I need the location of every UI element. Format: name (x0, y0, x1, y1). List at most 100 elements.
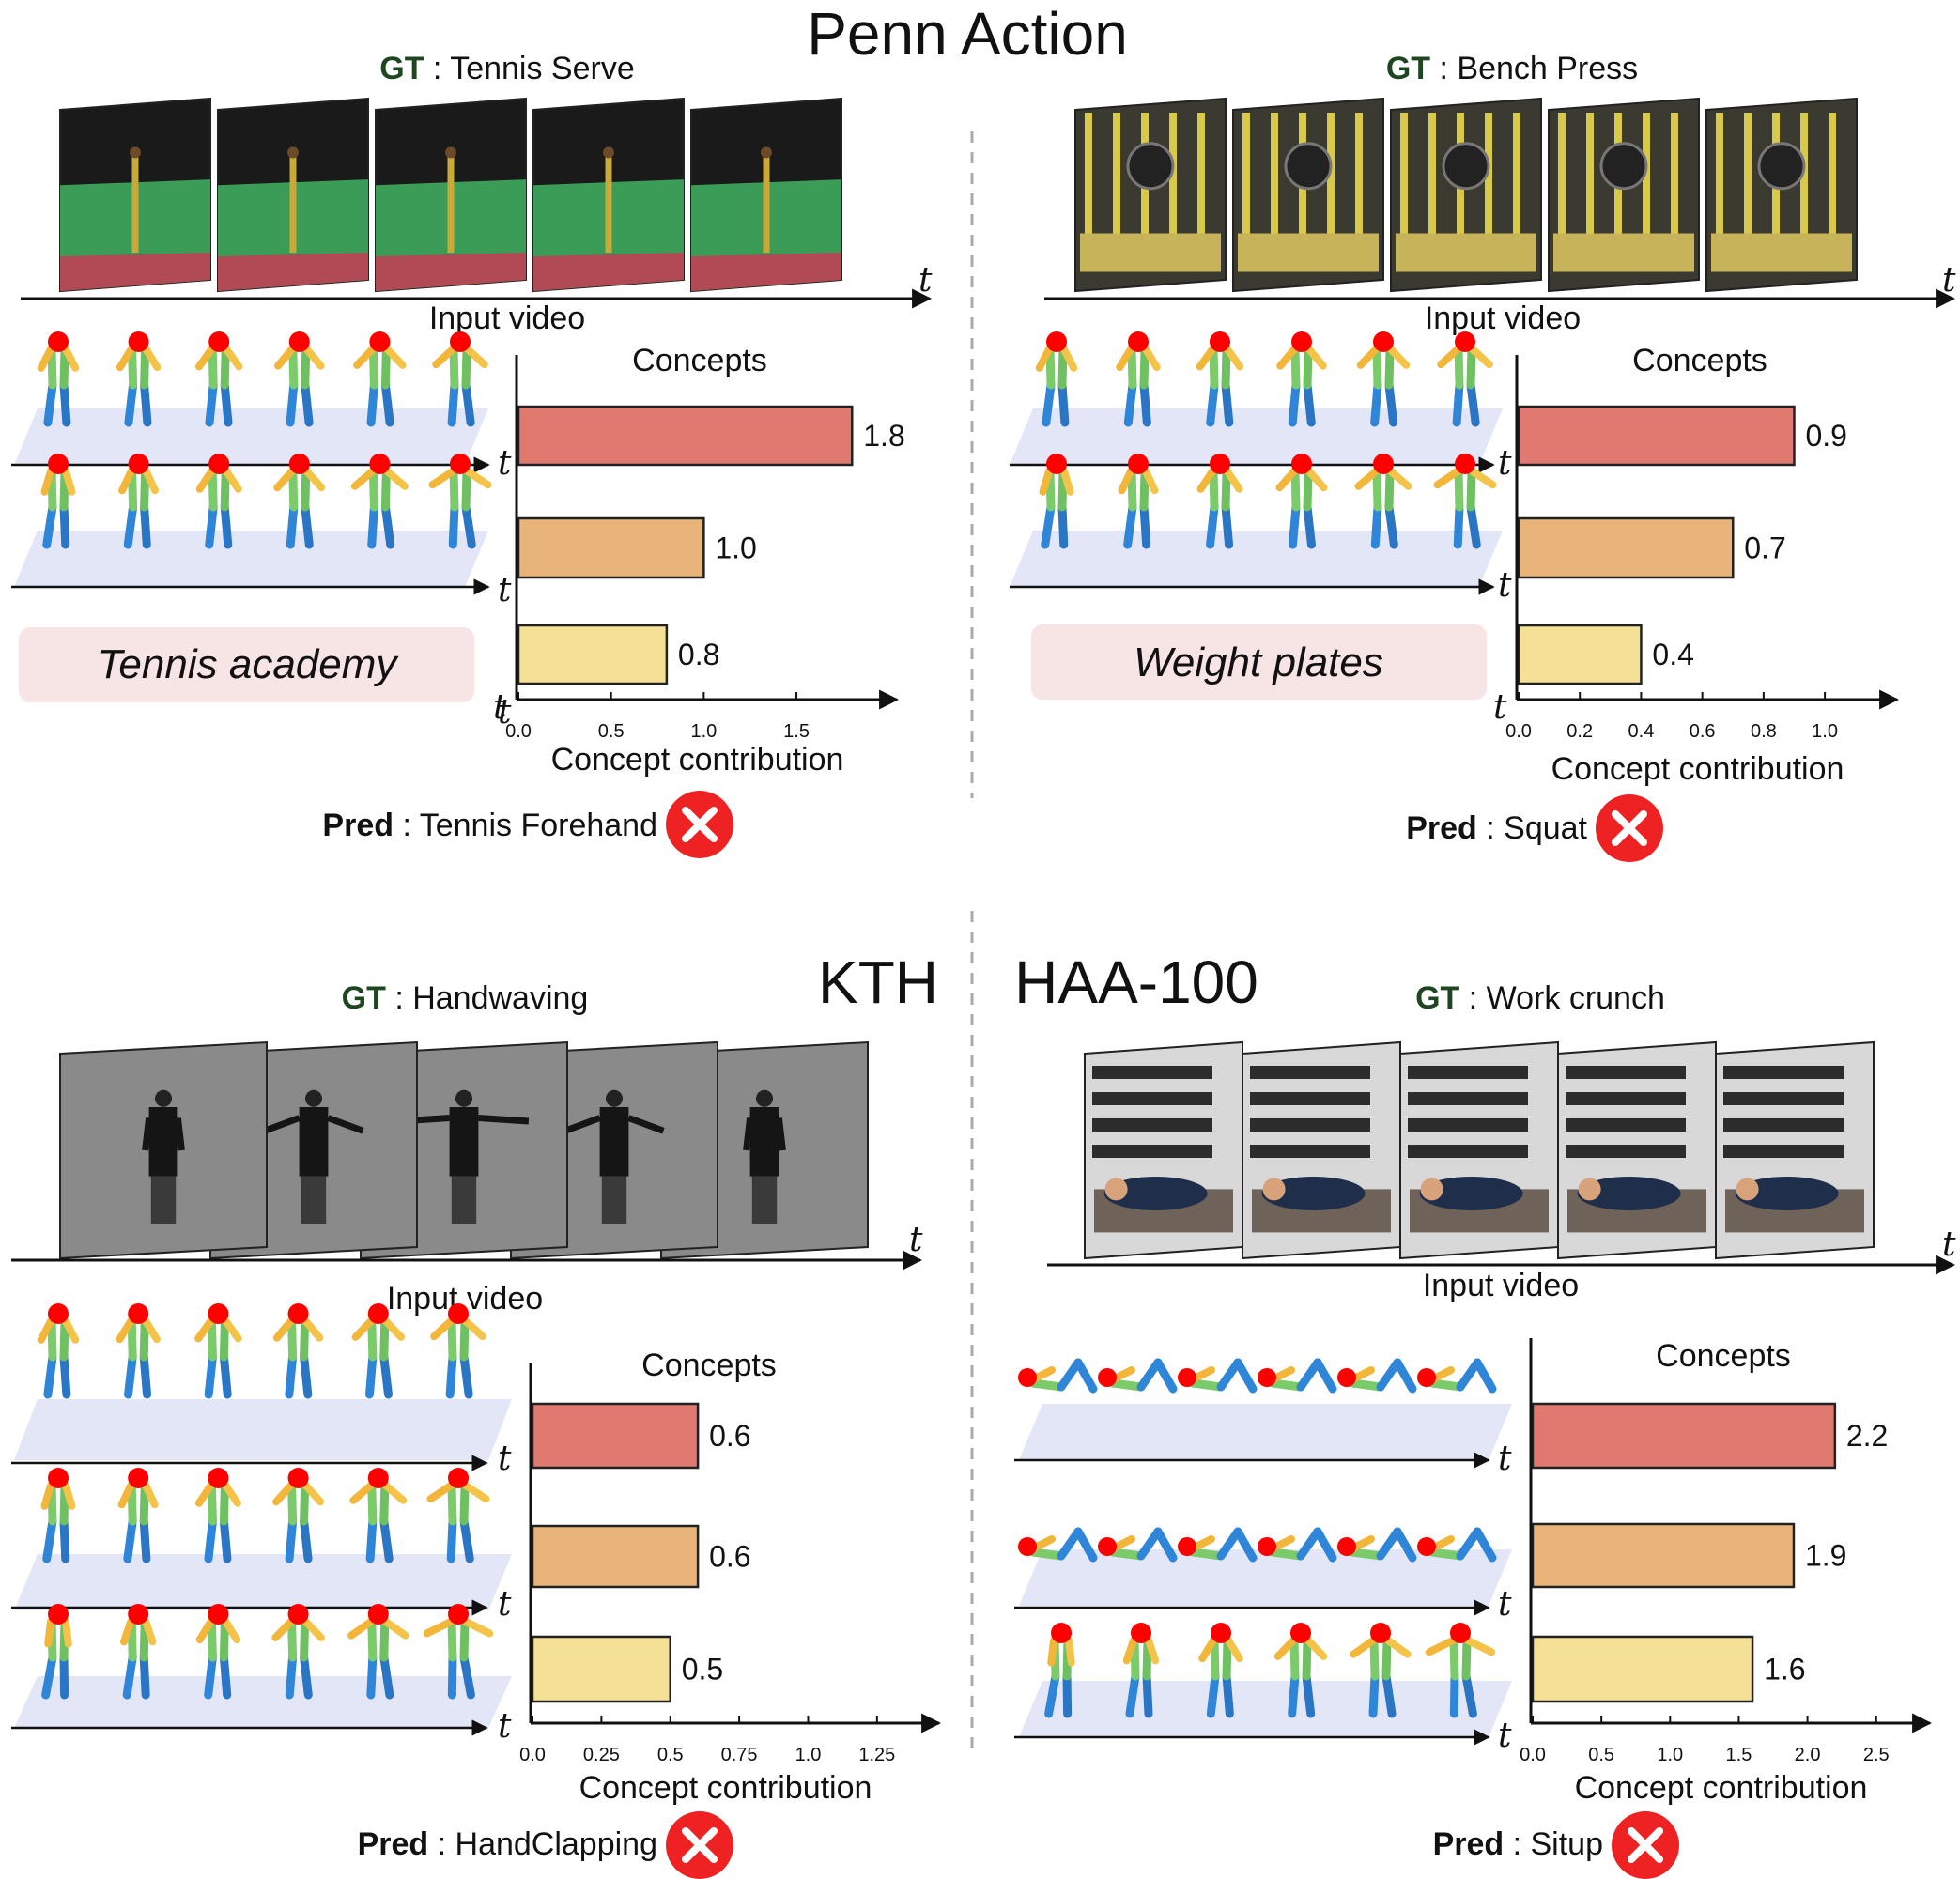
chart-x-label: Concept contribution (1575, 1770, 1868, 1806)
person-legs (601, 1176, 627, 1224)
pose-skeleton (40, 1468, 76, 1563)
pose-leg-left (1042, 380, 1056, 427)
pose-skeleton (273, 454, 326, 549)
pose-leg-right (459, 1653, 475, 1700)
pose-head (367, 1468, 389, 1488)
pose-leg-right (1384, 380, 1398, 427)
video-frame-5 (690, 97, 842, 293)
pose-arm-right (1224, 468, 1243, 493)
pose-time-label: t (498, 444, 512, 483)
pose-arm-right (142, 468, 160, 495)
pose-arm-left (430, 1317, 455, 1341)
pose-shin (1073, 1358, 1098, 1394)
rack-base (1238, 233, 1379, 272)
pose-arm-left (40, 1482, 54, 1510)
pose-torso-left (127, 1317, 137, 1362)
pred-key: Pred (1433, 1826, 1505, 1862)
pose-shin (1233, 1527, 1258, 1563)
rack-post (1085, 113, 1092, 268)
pose-torso-right (140, 345, 150, 390)
pose-arm-left (195, 1618, 215, 1644)
pose-leg-left (122, 1653, 137, 1700)
pose-plane (14, 408, 488, 465)
pose-head (1450, 1623, 1471, 1643)
pose-leg-right (1057, 380, 1070, 427)
gt-label: GT : Tennis Serve (379, 51, 635, 86)
pose-arm-left (44, 1618, 54, 1648)
rack-post (1141, 113, 1149, 268)
pose-thigh (1456, 1358, 1482, 1392)
pose-leg-left (204, 1352, 217, 1399)
pose-head (369, 331, 391, 352)
person-arm-right (478, 1115, 530, 1125)
pose-thigh (1296, 1358, 1322, 1392)
gt-value: : Work crunch (1459, 980, 1665, 1016)
pose-skeleton (1258, 1358, 1337, 1394)
person-head (455, 1089, 472, 1107)
gt-label: GT : Bench Press (1386, 51, 1638, 86)
pose-torso (1348, 1548, 1385, 1561)
pose-arm-left (1196, 468, 1216, 493)
athlete (1735, 1177, 1839, 1210)
pose-leg-right (1221, 380, 1234, 427)
pose-arm-right (381, 1482, 408, 1504)
pose-head (1455, 454, 1475, 474)
pose-arm-left (1433, 468, 1461, 489)
rack-post (1197, 113, 1205, 268)
pose-thigh (1296, 1527, 1322, 1561)
video-frame-2 (1242, 1040, 1401, 1260)
pose-arm-left (195, 468, 216, 493)
pose-shin (1313, 1358, 1337, 1394)
pose-torso-left (287, 1481, 298, 1526)
scene-concept-label: Tennis academy (98, 641, 400, 687)
bar-value-label-3: 1.6 (1764, 1653, 1805, 1686)
pose-plane (14, 1554, 512, 1610)
gt-key: GT (1386, 51, 1430, 86)
bar-2 (1531, 1522, 1796, 1589)
pose-skeleton (1044, 1623, 1075, 1718)
video-frame-3 (1399, 1040, 1559, 1260)
pose-skeleton (272, 1303, 324, 1399)
pose-skeleton (1433, 454, 1497, 549)
pose-arm-left (116, 1317, 135, 1344)
scene-concept-box (1031, 624, 1487, 700)
pred-value: : Squat (1477, 810, 1588, 846)
pose-leg-left (445, 1352, 457, 1399)
rack-post (1355, 113, 1363, 268)
pose-head (1098, 1368, 1117, 1387)
athlete-head (1578, 1178, 1601, 1201)
bar-1 (517, 405, 854, 467)
pose-skeleton (40, 454, 76, 549)
pose-head (128, 1468, 149, 1488)
pose-skeleton (1425, 1623, 1496, 1718)
pose-torso-left (207, 1617, 217, 1662)
prediction-label: Pred : Situp (1433, 1826, 1603, 1862)
video-frame-4 (1548, 97, 1700, 293)
pose-leg-right (380, 380, 394, 427)
x-tick-label: 0.6 (1690, 721, 1716, 742)
pose-torso-right (379, 1317, 390, 1362)
input-video-label: Input video (429, 300, 585, 336)
pose-skeleton (428, 454, 492, 549)
pose-leg-left (1123, 502, 1137, 549)
pose-torso-left (1454, 467, 1464, 512)
pose-arm-left (1196, 346, 1216, 371)
pose-shin (1073, 1527, 1098, 1563)
pose-torso-right (301, 345, 311, 390)
rack-post (1485, 113, 1492, 268)
pose-arm-right (1305, 346, 1327, 370)
pose-leg-left (364, 1352, 378, 1399)
pose-arm-left (273, 468, 296, 492)
pose-leg-left (42, 1517, 57, 1563)
pose-skeleton (1350, 1623, 1412, 1718)
x-tick-label: 0.0 (505, 721, 532, 742)
prediction-label: Pred : Tennis Forehand (322, 808, 657, 843)
scene-concept-box (19, 627, 474, 702)
pose-torso (1188, 1378, 1226, 1392)
pose-arm-left (1118, 468, 1134, 495)
weight-plate (1284, 142, 1333, 191)
dumbbell-rack (1723, 1092, 1844, 1105)
